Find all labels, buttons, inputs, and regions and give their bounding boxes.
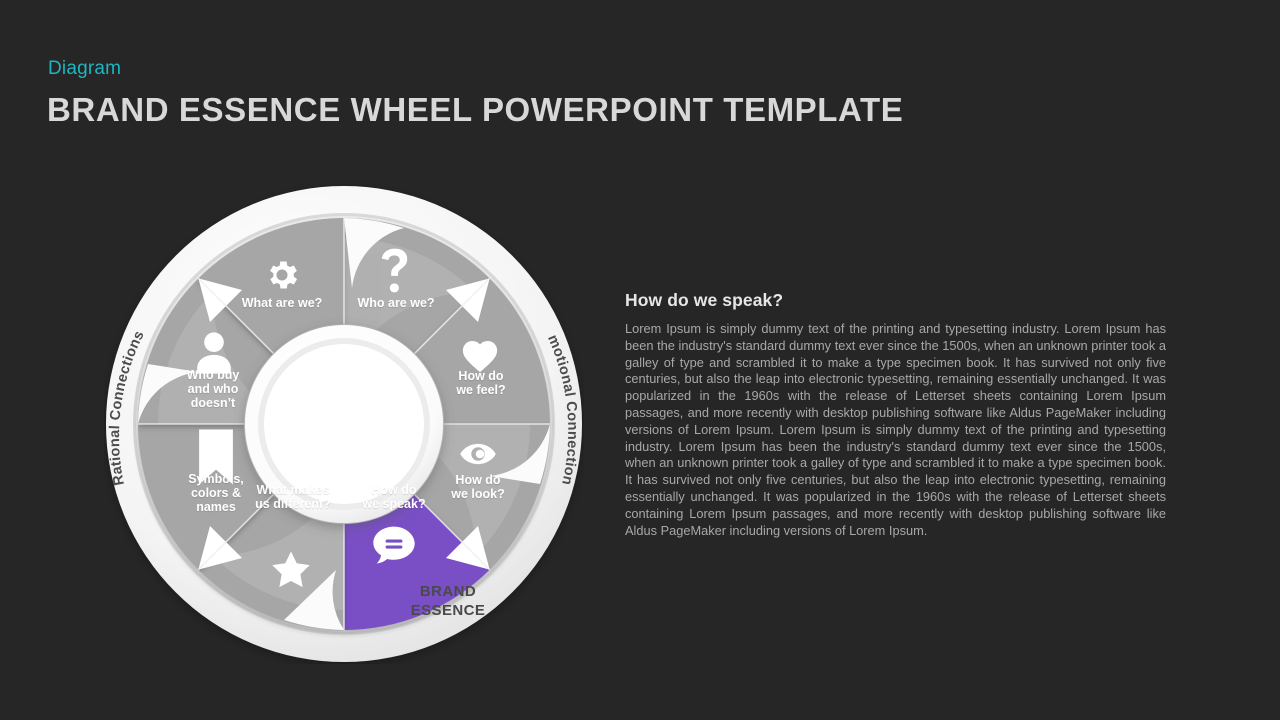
slide-eyebrow: Diagram — [48, 58, 122, 79]
page-title: BRAND ESSENCE WHEEL POWERPOINT TEMPLATE — [47, 91, 904, 128]
wheel-segment-how-do-we-look — [414, 424, 550, 570]
wheel-segment-what-makes-us-different — [198, 494, 344, 630]
wheel-segment-symbols-colors-names — [138, 424, 274, 570]
detail-panel-body: Lorem Ipsum is simply dummy text of the … — [625, 321, 1166, 538]
wheel-notches — [138, 218, 550, 630]
wheel-segment-who-are-we — [344, 218, 490, 354]
detail-panel: How do we speak? Lorem Ipsum is simply d… — [625, 290, 1166, 539]
wheel-separators — [138, 218, 550, 630]
wheel-segments — [138, 218, 550, 630]
brand-essence-wheel[interactable]: Rational Connections Emotional Connectio… — [104, 184, 584, 664]
wheel-hub — [245, 325, 443, 523]
detail-panel-title: How do we speak? — [625, 290, 784, 310]
